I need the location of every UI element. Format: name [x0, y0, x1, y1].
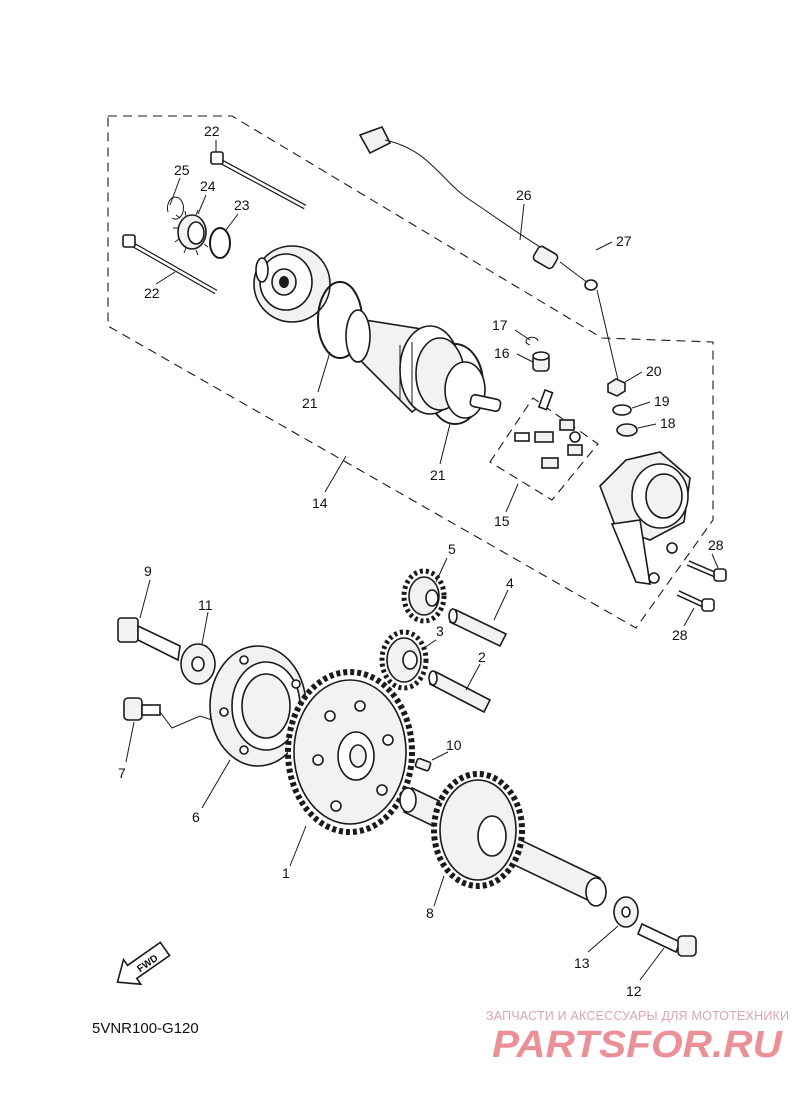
- idler-gear-5: [401, 568, 447, 624]
- bolt-12: [636, 922, 697, 957]
- key-10: [414, 757, 432, 772]
- o-ring-23: [209, 227, 231, 259]
- callout-5: 5: [448, 541, 456, 557]
- callout-19: 19: [654, 393, 670, 409]
- circlip-25: [167, 196, 184, 220]
- bolt-22-lower: [122, 234, 218, 295]
- fwd-arrow-icon: FWD: [116, 941, 171, 986]
- callout-3: 3: [436, 623, 444, 639]
- washer-19: [612, 404, 632, 416]
- callout-7: 7: [118, 765, 126, 781]
- assembly-boundary-14: [107, 115, 714, 629]
- starter-gear-1: [285, 669, 415, 835]
- shaft-2: [428, 670, 492, 714]
- callout-8: 8: [426, 905, 434, 921]
- starter-front-cover: [253, 245, 331, 323]
- callout-17: 17: [492, 317, 508, 333]
- callout-21-right: 21: [430, 467, 446, 483]
- pinion-gear-24: [173, 209, 209, 256]
- assembly-boundary-15: [489, 397, 599, 501]
- idler-gear-3: [379, 629, 429, 691]
- callout-16: 16: [494, 345, 510, 361]
- callout-26: 26: [516, 187, 532, 203]
- callout-23: 23: [234, 197, 250, 213]
- callout-13: 13: [574, 955, 590, 971]
- brush-holder-15: [514, 388, 583, 469]
- callout-28-lower: 28: [672, 627, 688, 643]
- washer-13: [613, 896, 639, 928]
- bolt-28-lower: [676, 590, 715, 612]
- callout-4: 4: [506, 575, 514, 591]
- washer-18: [616, 423, 638, 437]
- starter-motor-body: [345, 309, 502, 419]
- callout-2: 2: [478, 649, 486, 665]
- callout-20: 20: [646, 363, 662, 379]
- leader-7-6: [159, 711, 213, 729]
- callout-11: 11: [198, 597, 213, 613]
- bushing-16: [532, 351, 550, 372]
- callout-22-top: 22: [204, 123, 220, 139]
- bolt-9: [117, 617, 181, 662]
- diagram-code: 5VNR100-G120: [92, 1020, 199, 1037]
- starter-clutch-6: [209, 645, 307, 767]
- watermark-logo: PARTSFOR.RU: [492, 1024, 784, 1064]
- callout-labels: 22 25 24 23 22 26 27 17 16 20 19 18 21 2…: [118, 123, 724, 999]
- washer-11: [180, 643, 216, 685]
- callout-24: 24: [200, 178, 216, 194]
- bolt-22-upper: [210, 151, 307, 210]
- callout-14: 14: [312, 495, 328, 511]
- starter-cable-26: [358, 126, 619, 381]
- watermark-logo-text: PARTSFOR.RU: [492, 1024, 784, 1064]
- callout-1: 1: [282, 865, 290, 881]
- callout-18: 18: [660, 415, 676, 431]
- callout-12: 12: [626, 983, 642, 999]
- starter-rear-cover: [599, 451, 691, 585]
- callout-25: 25: [174, 162, 190, 178]
- callout-28-upper: 28: [708, 537, 724, 553]
- callout-27: 27: [616, 233, 632, 249]
- washer-17: [525, 336, 539, 346]
- shaft-4: [448, 608, 508, 648]
- callout-22-bottom: 22: [144, 285, 160, 301]
- callout-6: 6: [192, 809, 200, 825]
- bolt-28-upper: [686, 560, 727, 582]
- callout-9: 9: [144, 563, 152, 579]
- bolt-7: [123, 697, 161, 721]
- leader-lines: [125, 140, 719, 981]
- callout-21-left: 21: [302, 395, 318, 411]
- callout-10: 10: [446, 737, 462, 753]
- gear-shaft-8: [399, 771, 607, 907]
- callout-15: 15: [494, 513, 510, 529]
- nut-20: [607, 378, 626, 397]
- watermark-tagline: ЗАПЧАСТИ И АКСЕССУАРЫ ДЛЯ МОТОТЕХНИКИ: [486, 1009, 790, 1023]
